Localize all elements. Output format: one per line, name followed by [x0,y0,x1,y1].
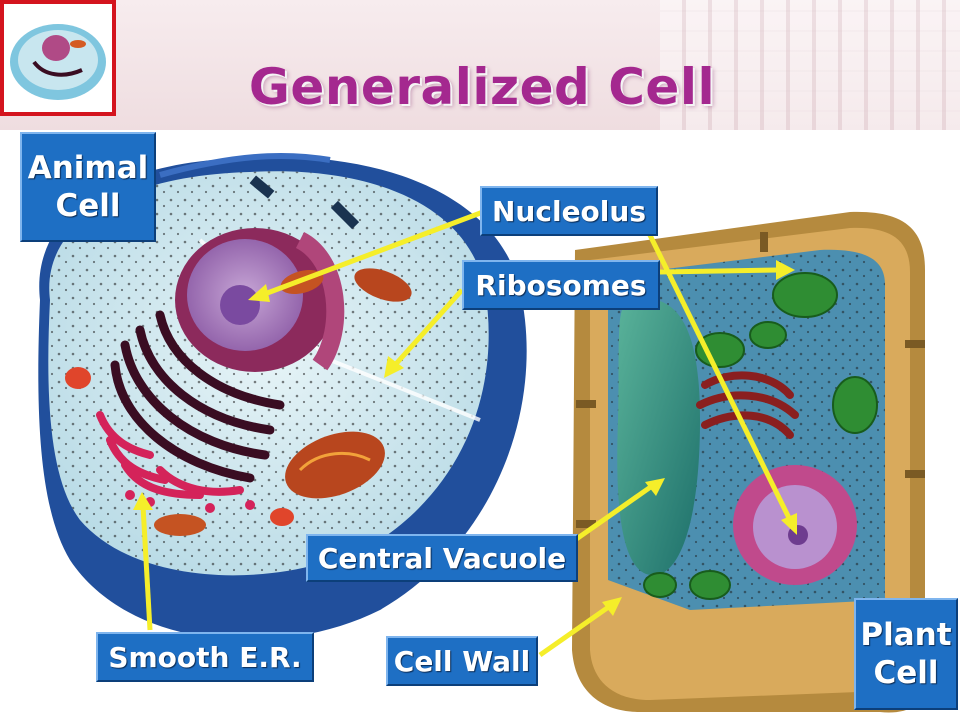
label-animal-cell-line1: Animal [27,150,149,186]
label-smooth-er: Smooth E.R. [96,632,314,682]
label-central-vacuole: Central Vacuole [306,534,578,582]
label-nucleolus: Nucleolus [480,186,658,236]
label-arrows [133,209,797,658]
thumbnail-cell-icon [10,24,106,100]
page-title: Generalized Cell [248,58,716,116]
label-animal-cell-line2: Cell [55,188,121,224]
plant-cell [572,211,925,713]
label-plant-cell-line2: Cell [873,655,939,691]
label-animal-cell: Animal Cell [20,132,156,242]
label-plant-cell: Plant Cell [854,598,958,710]
mitochondria [65,268,412,536]
label-plant-cell-line1: Plant [860,617,952,653]
chloroplasts [643,272,878,600]
label-cell-wall: Cell Wall [386,636,538,686]
label-ribosomes: Ribosomes [462,260,660,310]
header-band [0,0,960,130]
animal-cell [38,152,527,640]
header-pattern [660,0,960,130]
thumbnail-image [0,0,116,116]
